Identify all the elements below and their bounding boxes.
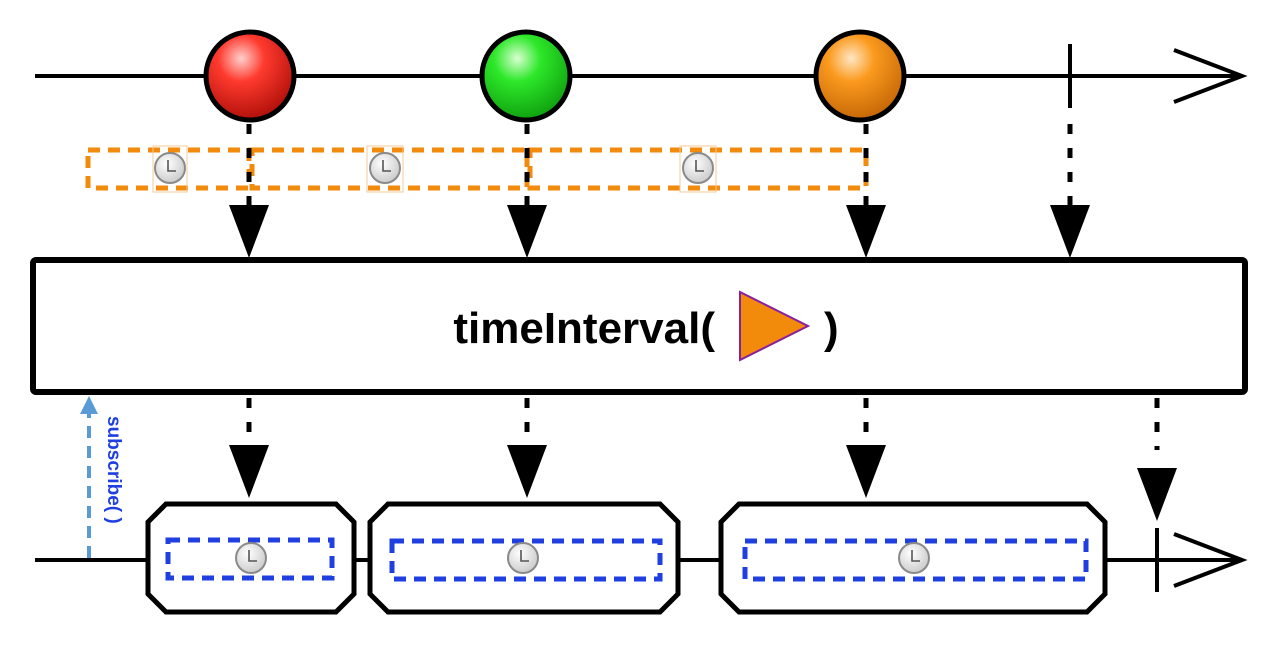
- clock-icon: [235, 542, 267, 574]
- arrow-down-icon: [507, 445, 547, 498]
- interval-boxes: [85, 147, 869, 191]
- orange-marble: [813, 29, 907, 123]
- arrow-down-icon: [1137, 468, 1177, 521]
- clock-frame-1: [152, 145, 188, 193]
- green-marble: [479, 29, 573, 123]
- output-arrowheads: [229, 445, 1177, 521]
- clock-icon: [154, 152, 186, 184]
- interval-item-1: [145, 501, 357, 615]
- interval-item-3: [718, 501, 1108, 615]
- red-marble: [203, 29, 297, 123]
- clock-icon: [507, 542, 539, 574]
- arrow-down-icon: [507, 205, 547, 258]
- interval-box-1: [85, 147, 252, 191]
- arrow-down-icon: [846, 205, 886, 258]
- arrow-up-icon: [80, 396, 98, 414]
- output-items: [145, 501, 1108, 615]
- source-marbles: [203, 29, 907, 123]
- source-arrowheads: [229, 205, 1090, 258]
- arrow-down-icon: [229, 445, 269, 498]
- clock-icon: [369, 152, 401, 184]
- interval-clocks: [152, 145, 717, 193]
- source-timeline-arrowhead: [1173, 48, 1248, 104]
- clock-icon: [682, 152, 714, 184]
- clock-frame-2: [366, 145, 404, 193]
- interval-item-2: [367, 501, 681, 615]
- arrow-down-icon: [846, 445, 886, 498]
- arrow-down-icon: [1050, 205, 1090, 258]
- clock-frame-3: [679, 145, 717, 193]
- orange-triangle-icon: [739, 290, 811, 362]
- output-connectors: [246, 398, 1160, 450]
- interval-box-3: [527, 147, 869, 191]
- operator-name: timeInterval(: [453, 304, 715, 353]
- interval-box-2: [249, 147, 530, 191]
- output-timeline-arrowhead: [1173, 532, 1248, 588]
- subscribe-label: subscribe( ): [103, 416, 124, 524]
- operator-close-paren: ): [824, 304, 839, 353]
- clock-icon: [898, 542, 930, 574]
- arrow-down-icon: [229, 205, 269, 258]
- subscribe-indicator: subscribe( ): [80, 396, 124, 558]
- operator-box: timeInterval( ): [30, 257, 1248, 395]
